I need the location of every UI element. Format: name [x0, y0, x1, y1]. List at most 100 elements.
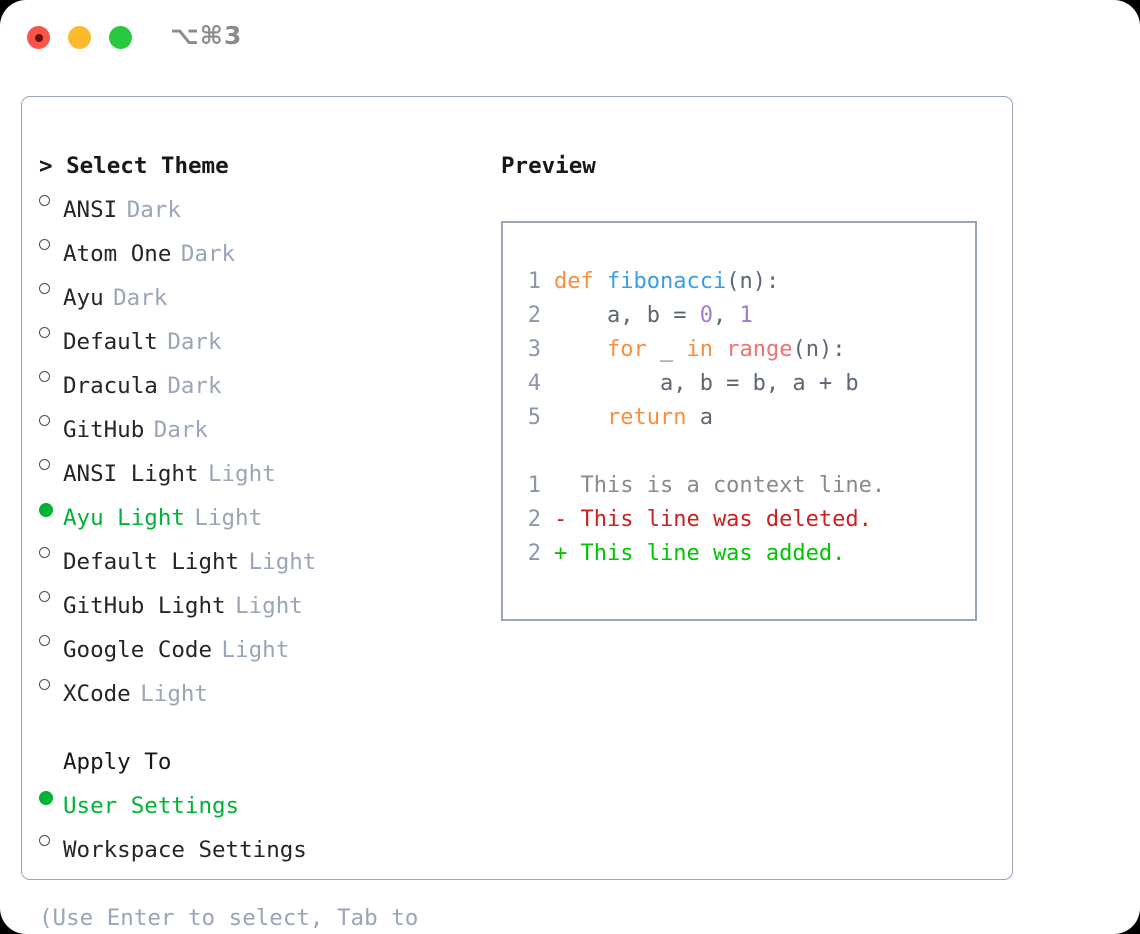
radio-selected-icon: [39, 779, 63, 813]
theme-option-google-code[interactable]: Google Code Light: [39, 623, 469, 667]
theme-option-kind: Light: [221, 637, 290, 663]
theme-option-label: GitHub: [63, 417, 145, 443]
radio-ring: [39, 371, 50, 382]
theme-option-label: Dracula: [63, 373, 158, 399]
code-token: [713, 337, 726, 362]
line-number: 2: [527, 541, 541, 566]
apply-option-workspace-settings[interactable]: Workspace Settings: [39, 823, 469, 867]
apply-to-header: Apply To: [63, 749, 172, 775]
theme-option-ayu-light[interactable]: Ayu Light Light: [39, 491, 469, 535]
code-token: a, b =: [554, 303, 700, 328]
diff-block: 1 This is a context line.2- This line wa…: [515, 469, 969, 571]
apply-option-label: User Settings: [63, 793, 240, 819]
maximize-button[interactable]: [109, 26, 132, 49]
code-token: a, b = b, a + b: [554, 371, 859, 396]
select-theme-header: > Select Theme: [39, 153, 229, 179]
theme-option-kind: Dark: [126, 197, 181, 223]
theme-option-label: ANSI Light: [63, 461, 199, 487]
theme-option-label: XCode: [63, 681, 131, 707]
code-line: 1 def fibonacci(n):: [515, 265, 969, 299]
window-controls: [27, 26, 132, 49]
diff-line-content: + This line was added.: [554, 537, 845, 571]
theme-option-dracula[interactable]: Dracula Dark: [39, 359, 469, 403]
code-line: 5 return a: [515, 401, 969, 435]
diff-line: 2- This line was deleted.: [515, 503, 969, 537]
minimize-button[interactable]: [68, 26, 91, 49]
radio-unselected-icon: [39, 359, 63, 393]
radio-ring: [39, 635, 50, 646]
theme-option-xcode[interactable]: XCode Light: [39, 667, 469, 711]
radio-unselected-icon: [39, 623, 63, 657]
radio-ring: [39, 327, 50, 338]
theme-option-kind: Light: [140, 681, 208, 707]
title-bar: ⌥⌘3: [0, 0, 1140, 78]
code-line: 4 a, b = b, a + b: [515, 367, 969, 401]
code-token: a: [686, 405, 713, 430]
radio-unselected-icon: [39, 315, 63, 349]
code-token: in: [686, 337, 713, 362]
radio-ring: [39, 239, 50, 250]
theme-option-kind: Light: [207, 461, 276, 487]
code-token: def: [554, 269, 607, 294]
radio-dot: [39, 791, 53, 805]
theme-option-kind: Dark: [167, 373, 222, 399]
theme-option-label: Ayu: [63, 285, 104, 311]
code-token: ,: [712, 303, 740, 328]
radio-dot: [39, 503, 53, 517]
code-token: range: [726, 337, 793, 362]
line-number: 4: [527, 371, 541, 396]
radio-ring: [39, 459, 50, 470]
radio-ring: [39, 547, 50, 558]
code-line: 2 a, b = 0, 1: [515, 299, 969, 333]
diff-line-content: - This line was deleted.: [554, 503, 872, 537]
line-number: 2: [527, 303, 541, 328]
line-number: 1: [527, 269, 541, 294]
theme-option-kind: Light: [194, 505, 263, 531]
radio-unselected-icon: [39, 227, 63, 261]
diff-line-content: This is a context line.: [554, 469, 885, 503]
keyboard-shortcut-label: ⌥⌘3: [170, 21, 243, 50]
theme-option-kind: Light: [248, 549, 317, 575]
theme-option-ansi[interactable]: ANSI Dark: [39, 183, 469, 227]
radio-unselected-icon: [39, 823, 63, 857]
theme-option-label: Ayu Light: [63, 505, 185, 531]
radio-unselected-icon: [39, 183, 63, 217]
radio-unselected-icon: [39, 535, 63, 569]
code-line-content: a, b = b, a + b: [554, 367, 859, 401]
code-token: 0: [699, 303, 713, 328]
close-button[interactable]: [27, 26, 50, 49]
code-token: - This line was deleted.: [554, 507, 872, 532]
theme-option-label: Google Code: [63, 637, 213, 663]
apply-option-user-settings[interactable]: User Settings: [39, 779, 469, 823]
code-token: fibonacci: [606, 269, 727, 294]
code-token: [554, 337, 607, 362]
code-line-content: return a: [554, 401, 713, 435]
code-token: 1: [739, 303, 753, 328]
theme-option-label: ANSI: [63, 197, 118, 223]
radio-unselected-icon: [39, 403, 63, 437]
code-token: This is a context line.: [554, 473, 886, 498]
line-number: 3: [527, 337, 541, 362]
preview-header: Preview: [501, 153, 596, 179]
code-token: for: [606, 337, 647, 362]
code-line-content: def fibonacci(n):: [554, 265, 779, 299]
theme-option-label: Atom One: [63, 241, 172, 267]
code-line: 3 for _ in range(n):: [515, 333, 969, 367]
theme-option-ansi-light[interactable]: ANSI Light Light: [39, 447, 469, 491]
code-line-content: a, b = 0, 1: [554, 299, 753, 333]
code-token: return: [606, 405, 687, 430]
